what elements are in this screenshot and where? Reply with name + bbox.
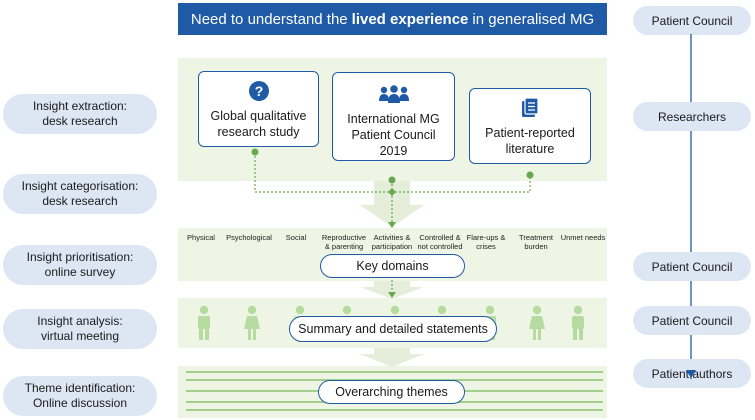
domain-psychological: Psychological bbox=[219, 233, 279, 242]
source-label-line2: literature bbox=[505, 142, 555, 156]
source-connectors bbox=[251, 148, 534, 298]
domain-label-line1: Physical bbox=[187, 233, 215, 242]
domain-label-line1: Psychological bbox=[226, 233, 272, 242]
key-domains-pill: Key domains bbox=[320, 254, 465, 278]
title-text-pre: Need to understand the bbox=[190, 10, 348, 28]
source-patient-reported-literature: Patient-reported literature bbox=[469, 88, 591, 164]
theme-lines bbox=[186, 371, 603, 411]
role-researchers: Researchers bbox=[633, 102, 751, 131]
stage-label-line2: virtual meeting bbox=[40, 329, 120, 343]
domain-reproductive-parenting: Reproductive& parenting bbox=[314, 233, 374, 251]
person-figure-icon bbox=[529, 305, 545, 340]
role-flow-arrow bbox=[686, 34, 696, 379]
domain-label-line1: Controlled & bbox=[419, 233, 461, 242]
title-text-bold: lived experience bbox=[351, 10, 469, 28]
question-circle-icon: ? bbox=[248, 81, 269, 101]
stage-insight-prioritisation: Insight prioritisation:online survey bbox=[3, 245, 157, 285]
domain-physical: Physical bbox=[171, 233, 231, 242]
svg-text:?: ? bbox=[254, 83, 263, 99]
domain-label-line1: Reproductive bbox=[321, 233, 367, 242]
stage-label-line1: Insight analysis: bbox=[37, 314, 123, 328]
person-figure-icon bbox=[198, 305, 210, 340]
stage-insight-extraction: Insight extraction:desk research bbox=[3, 94, 157, 134]
stage-label-line2: Online discussion bbox=[32, 396, 128, 410]
people-group-icon bbox=[378, 85, 409, 103]
domain-label-line1: Unmet needs bbox=[560, 233, 606, 242]
domain-label-line2: not controlled bbox=[417, 242, 463, 251]
flow-arrow-3 bbox=[360, 348, 424, 367]
stage-label-line2: desk research bbox=[42, 194, 118, 208]
person-figure-icon bbox=[572, 305, 584, 340]
domain-label-line1: Activities & bbox=[373, 233, 411, 242]
source-label-line1: International MG bbox=[347, 112, 440, 126]
source-international-mg-patient-council: International MG Patient Council 2019 bbox=[332, 72, 455, 161]
domain-label-line1: Social bbox=[285, 233, 307, 242]
stage-insight-categorisation: Insight categorisation:desk research bbox=[3, 174, 157, 214]
stage-label-line1: Insight prioritisation: bbox=[26, 250, 134, 264]
domain-label-line2: burden bbox=[524, 242, 548, 251]
domain-activities-participation: Activities &participation bbox=[362, 233, 422, 251]
domain-label-line2: participation bbox=[371, 242, 413, 251]
stage-label-line2: desk research bbox=[42, 114, 118, 128]
source-label-line1: Global qualitative bbox=[210, 109, 307, 123]
role-patient-council-prioritisation: Patient Council bbox=[633, 252, 751, 281]
stage-insight-analysis: Insight analysis:virtual meeting bbox=[3, 309, 157, 349]
role-patient-council-top: Patient Council bbox=[633, 6, 751, 35]
source-label-line3: 2019 bbox=[379, 144, 408, 158]
source-label-line1: Patient-reported bbox=[485, 126, 575, 140]
stage-label-line1: Insight categorisation: bbox=[21, 179, 139, 193]
title-banner: Need to understand the lived experience … bbox=[178, 3, 607, 35]
person-figure-icon bbox=[244, 305, 260, 340]
domain-controlled: Controlled &not controlled bbox=[410, 233, 470, 251]
domain-social: Social bbox=[266, 233, 326, 242]
source-label-line2: Patient Council bbox=[351, 128, 436, 142]
document-stack-icon bbox=[522, 97, 539, 117]
source-global-qualitative-study: ? Global qualitative research study bbox=[198, 71, 319, 147]
stage-label-line2: online survey bbox=[44, 265, 116, 279]
summary-statements-pill: Summary and detailed statements bbox=[289, 316, 497, 342]
domain-label-line1: Treatment bbox=[519, 233, 553, 242]
source-label-line2: research study bbox=[217, 125, 300, 139]
title-text-post: in generalised MG bbox=[472, 10, 595, 28]
domain-label-line2: crises bbox=[476, 242, 496, 251]
domain-label-line1: Flare-ups & bbox=[466, 233, 506, 242]
role-patient-council-analysis: Patient Council bbox=[633, 306, 751, 335]
stage-label-line1: Insight extraction: bbox=[32, 99, 128, 113]
domain-unmet-needs: Unmet needs bbox=[553, 233, 613, 242]
stage-label-line1: Theme identification: bbox=[24, 381, 136, 395]
domain-label-line2: & parenting bbox=[324, 242, 364, 251]
overarching-themes-pill: Overarching themes bbox=[318, 380, 465, 404]
domain-flare-ups-crises: Flare-ups &crises bbox=[456, 233, 516, 251]
stage-theme-identification: Theme identification:Online discussion bbox=[3, 376, 157, 416]
